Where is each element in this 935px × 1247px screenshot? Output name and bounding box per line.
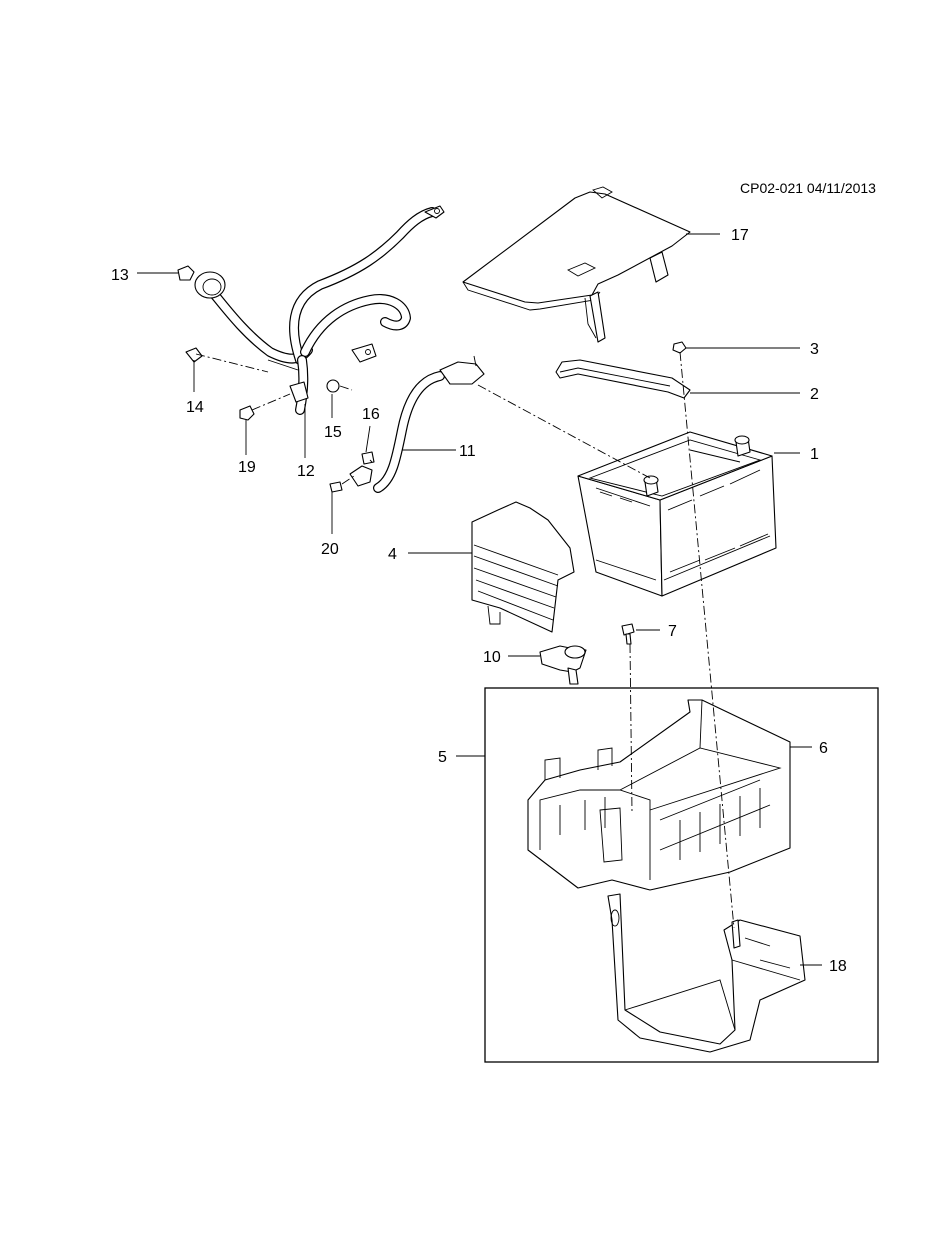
clip-16 — [361, 451, 375, 465]
fasteners-left — [177, 265, 375, 493]
heat-shield — [471, 501, 575, 633]
bolt-7 — [621, 623, 635, 645]
callout-7: 7 — [668, 623, 677, 640]
clip-13 — [177, 265, 195, 281]
nut-3 — [672, 341, 687, 354]
battery — [577, 431, 777, 597]
callout-6: 6 — [819, 740, 828, 757]
sensor — [539, 645, 587, 685]
hold-down-strap — [555, 359, 691, 399]
bolt-20 — [329, 481, 343, 493]
battery-tray — [527, 699, 791, 891]
tray-assembly-frame — [484, 687, 879, 1063]
nut-19 — [239, 405, 255, 421]
callout-2: 2 — [810, 386, 819, 403]
callout-12: 12 — [297, 463, 315, 480]
callout-14: 14 — [186, 399, 204, 416]
callout-10: 10 — [483, 649, 501, 666]
callout-18: 18 — [829, 958, 847, 975]
callout-19: 19 — [238, 459, 256, 476]
callout-15: 15 — [324, 424, 342, 441]
leader-lines — [137, 233, 822, 966]
tray-bracket — [607, 893, 806, 1053]
assembly-lines — [195, 351, 735, 929]
callout-17: 17 — [731, 227, 749, 244]
callout-11: 11 — [459, 443, 476, 460]
callout-5: 5 — [438, 749, 447, 766]
callout-1: 1 — [810, 446, 819, 463]
battery-cables — [194, 205, 485, 493]
battery-cover — [462, 186, 691, 343]
callout-16: 16 — [362, 406, 380, 423]
clip-14 — [185, 347, 203, 363]
diagram-reference: CP02-021 04/11/2013 — [740, 180, 876, 196]
grommet-15 — [326, 379, 340, 393]
callout-4: 4 — [388, 546, 397, 563]
callout-13: 13 — [111, 267, 129, 284]
callout-3: 3 — [810, 341, 819, 358]
callout-20: 20 — [321, 541, 339, 558]
callout-labels: 13 14 19 12 15 16 20 11 4 10 7 17 3 2 1 … — [111, 227, 847, 975]
